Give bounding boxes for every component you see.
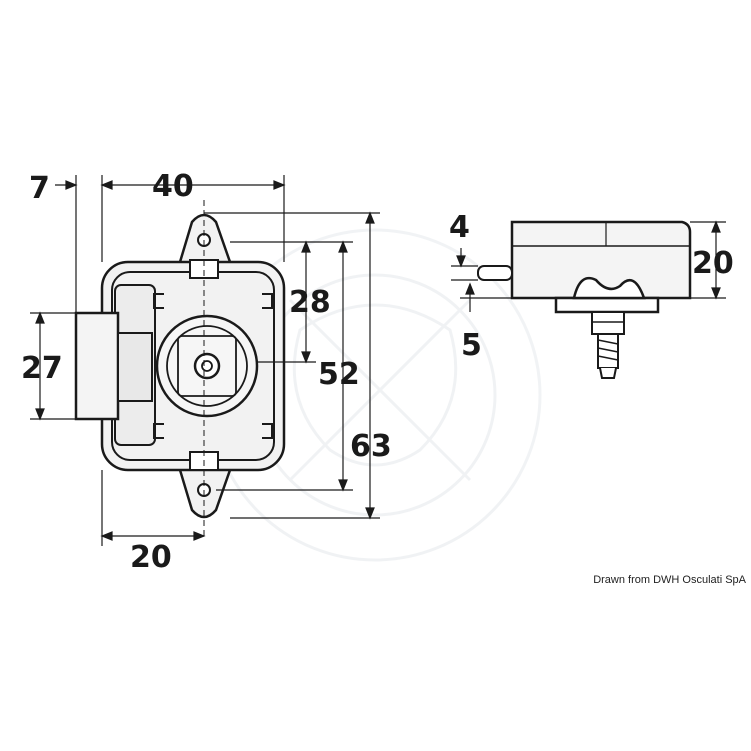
side-stud-tip [599,367,617,379]
front-dimensions [30,175,380,546]
dim-label-5: 5 [461,328,482,363]
latch-bolt [74,311,120,421]
side-base-plate [554,296,660,314]
side-view [477,220,692,379]
tab-left-top [153,293,164,309]
watermark-logo [208,228,542,562]
side-stud-thread [597,339,619,361]
cylinder-inner [166,325,248,407]
tab-left-bottom [153,423,164,439]
latch-plate [117,332,153,402]
cylinder-cam [177,335,237,397]
side-latch-stub [477,265,513,281]
side-dimensions [451,220,726,312]
dim-label-20-side: 20 [692,246,734,281]
tab-right-bottom [262,423,273,439]
dim-label-7: 7 [29,171,50,206]
side-body [510,220,692,300]
credit-text: Drawn from DWH Osculati SpA [593,574,746,586]
dim-label-4: 4 [449,210,470,245]
front-view [74,200,286,540]
side-nut [591,311,625,335]
dim-label-27: 27 [21,351,63,386]
tab-right-top [262,293,273,309]
dim-label-52: 52 [318,357,360,392]
dim-label-28: 28 [289,285,331,320]
side-thumb-wing [572,276,646,300]
dim-label-40: 40 [152,169,194,204]
dim-label-63: 63 [350,429,392,464]
dim-label-20-front: 20 [130,540,172,575]
